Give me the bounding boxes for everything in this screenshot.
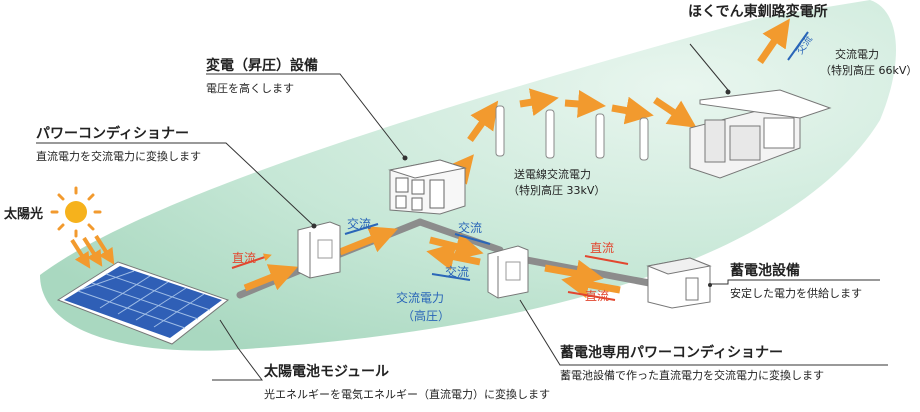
- storage-power-conditioner: [487, 245, 529, 299]
- power-conditioner: [297, 221, 341, 279]
- dc-flow-arrow: [231, 253, 272, 269]
- ac-hv-sub: （高圧）: [402, 308, 450, 323]
- pole: [495, 105, 505, 157]
- energy-arrow: [467, 100, 499, 143]
- dc-flow-arrow: [567, 291, 616, 301]
- energy-arrow: [561, 270, 621, 299]
- ac-label-to-storage-pcs: 交流: [458, 220, 482, 235]
- dc-label-panel: 直流: [232, 251, 256, 265]
- storage-pcs-title: 蓄電池専用パワーコンディショナー: [560, 344, 783, 361]
- energy-arrow: [653, 97, 697, 128]
- substation-title: ほくでん東釧路変電所: [688, 3, 828, 20]
- substation-output-label: 交流電力: [835, 47, 879, 61]
- energy-arrow: [564, 90, 606, 118]
- ac-label-pcs: 交流: [347, 216, 371, 231]
- flow-arrows: [231, 31, 809, 301]
- ac-flow-arrow: [454, 233, 491, 245]
- transmission-label: 送電線交流電力: [514, 167, 591, 181]
- pole: [639, 117, 649, 161]
- sun-icon: [50, 186, 115, 269]
- battery-storage: [646, 257, 712, 309]
- energy-arrow: [519, 88, 559, 117]
- pcs-desc: 直流電力を交流電力に変換します: [36, 149, 201, 163]
- storage-pcs-desc: 蓄電池設備で作った直流電力を交流電力に変換します: [560, 368, 824, 382]
- ac-flow-arrow: [787, 31, 809, 61]
- substation-building: [689, 89, 832, 179]
- pcs-title: パワーコンディショナー: [36, 125, 189, 142]
- dc-label-to-battery: 直流: [590, 241, 614, 255]
- energy-arrow: [426, 243, 481, 271]
- step-up-title: 変電（昇圧）設備: [206, 57, 318, 74]
- ac-flow-arrow: [344, 223, 379, 235]
- solar-panel: [56, 261, 230, 345]
- energy-arrow: [611, 96, 654, 125]
- ac-label-from-storage-pcs: 交流: [445, 264, 469, 279]
- pole: [595, 113, 605, 159]
- callout-lines: [36, 43, 888, 381]
- pole: [545, 109, 555, 159]
- module-desc: 光エネルギーを電気エネルギー（直流電力）に変換します: [264, 387, 550, 401]
- energy-arrows: [243, 18, 790, 299]
- step-up-desc: 電圧を高くします: [206, 81, 294, 95]
- storage-desc: 安定した電力を供給します: [730, 286, 862, 300]
- transmission-sub: （特別高圧 33kV）: [508, 183, 605, 197]
- energy-arrow: [243, 264, 298, 292]
- substation-output-sub: （特別高圧 66kV）: [820, 63, 917, 77]
- step-up-transformer: [388, 159, 467, 215]
- ac-hv-label: 交流電力: [396, 290, 444, 305]
- storage-title: 蓄電池設備: [730, 262, 800, 279]
- module-title: 太陽電池モジュール: [264, 363, 389, 380]
- dc-label-from-battery: 直流: [585, 289, 609, 303]
- energy-arrow: [338, 226, 398, 256]
- ac-flow-arrow: [431, 273, 471, 281]
- energy-arrow: [757, 18, 790, 64]
- dc-flow-arrow: [584, 255, 629, 265]
- transmission-poles: [495, 105, 649, 161]
- sun-label: 太陽光: [3, 206, 43, 222]
